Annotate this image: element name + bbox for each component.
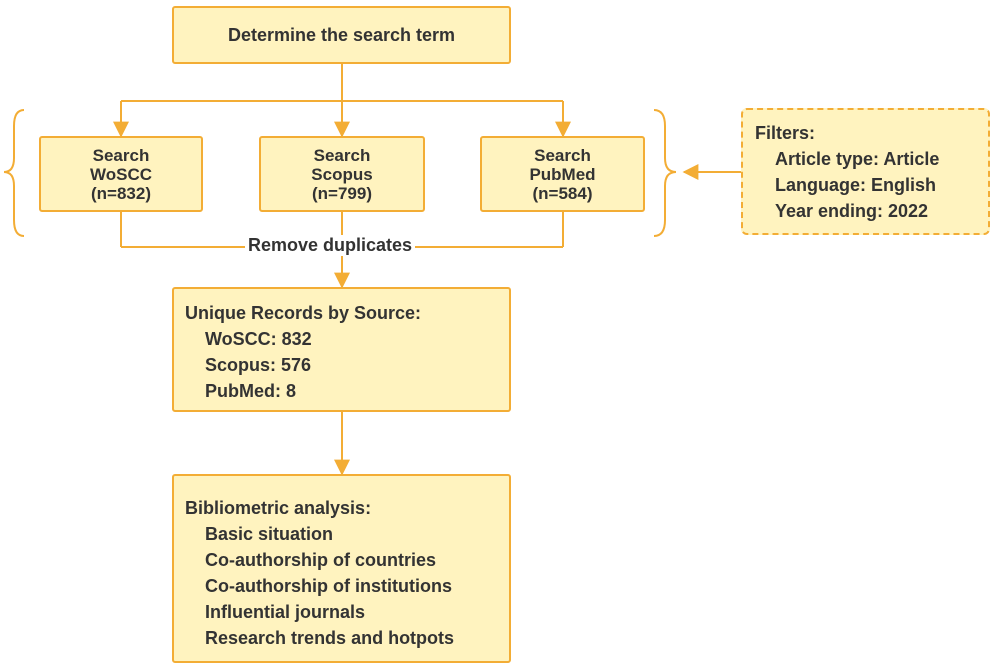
search-woscc-line-2: WoSCC [89, 164, 152, 184]
search-pubmed-box: Search PubMed (n=584) [480, 136, 645, 212]
filters-title: Filters: [755, 123, 816, 143]
search-woscc-line-1: Search [92, 145, 150, 165]
filter-article-type: Article type: Article [775, 149, 940, 169]
analysis-item: Research trends and hotpots [205, 628, 455, 648]
remove-duplicates-label: Remove duplicates [245, 235, 416, 256]
unique-pubmed: PubMed: 8 [205, 381, 297, 401]
search-woscc-box: Search WoSCC (n=832) [39, 136, 203, 212]
search-term-box: Determine the search term [172, 6, 511, 64]
analysis-item: Co-authorship of institutions [205, 576, 452, 596]
search-scopus-line-3: (n=799) [312, 183, 372, 203]
unique-records-title: Unique Records by Source: [185, 303, 422, 323]
analysis-item: Influential journals [205, 602, 366, 622]
unique-scopus: Scopus: 576 [205, 355, 312, 375]
right-brace [653, 109, 677, 237]
search-pubmed-line-2: PubMed [529, 164, 596, 184]
analysis-item: Co-authorship of countries [205, 550, 436, 570]
search-term-text: Determine the search term [227, 25, 456, 45]
unique-records-box: Unique Records by Source: WoSCC: 832 Sco… [172, 287, 511, 412]
bibliometric-analysis-box: Bibliometric analysis: Basic situation C… [172, 474, 511, 663]
search-scopus-box: Search Scopus (n=799) [259, 136, 425, 212]
search-scopus-line-1: Search [313, 145, 371, 165]
search-pubmed-line-3: (n=584) [532, 183, 593, 203]
search-woscc-line-3: (n=832) [91, 183, 151, 203]
search-pubmed-line-1: Search [534, 145, 591, 165]
analysis-title: Bibliometric analysis: [185, 498, 372, 518]
search-scopus-line-2: Scopus [311, 164, 373, 184]
filter-language: Language: English [775, 175, 937, 195]
filter-year: Year ending: 2022 [775, 201, 929, 221]
unique-woscc: WoSCC: 832 [205, 329, 312, 349]
filters-box: Filters: Article type: Article Language:… [741, 108, 990, 235]
analysis-item: Basic situation [205, 524, 334, 544]
left-brace [3, 109, 25, 237]
